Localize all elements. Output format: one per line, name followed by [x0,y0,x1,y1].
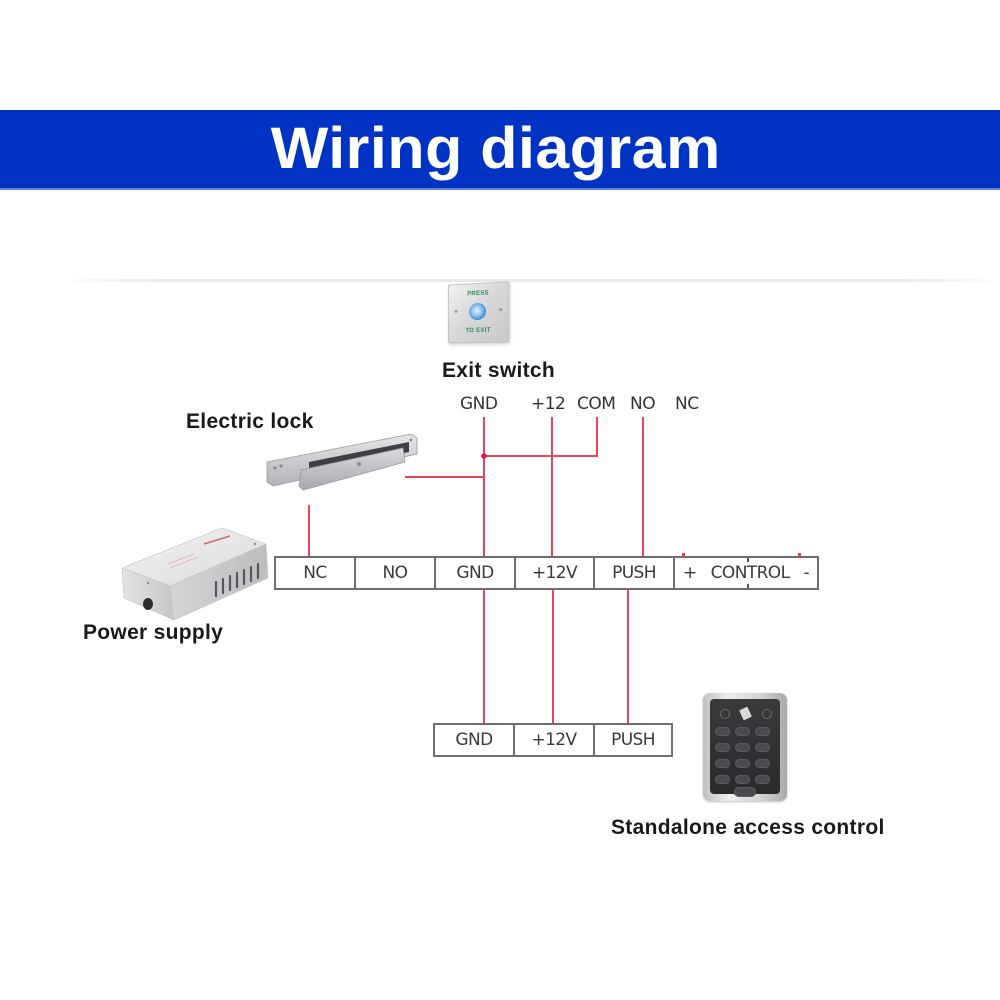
lock-armature-plate [298,447,406,491]
keypad-key [735,727,750,736]
keypad-key [715,727,730,736]
exit-button-icon [469,302,486,321]
psu-cable-port [143,598,153,610]
exit-pin-no: NO [630,394,656,414]
keypad-bell-key [734,787,756,797]
screw-icon [357,462,361,466]
control-minus-sign: - [803,563,809,583]
exit-switch-image: PRESS TO EXIT [447,281,510,344]
keypad-key [715,775,730,784]
keypad-key [755,759,770,768]
terminal-gnd: GND [436,558,516,588]
control-plus-sign: + [683,563,697,583]
control-label: CONTROL [710,563,790,583]
electric-lock-label: Electric lock [186,410,314,433]
keypad-face [710,699,780,797]
keypad-key [735,743,750,752]
control-divider-tick [747,558,749,562]
screw-icon [146,581,150,585]
psu-label-text-line [169,556,199,569]
junction-dot [481,453,487,459]
keypad-key [755,727,770,736]
screw-icon [279,464,283,468]
keypad-key [755,775,770,784]
exit-switch-toexit-text: TO EXIT [465,327,491,335]
ac-terminal-gnd: GND [435,725,515,755]
access-control-keypad-image [703,693,787,801]
screw-icon [273,466,277,470]
psu-vent-slots [214,562,260,598]
psu-label-stripe [203,535,231,545]
control-plus-marker [682,553,685,557]
power-supply-image [121,527,268,621]
divider-line [75,279,990,282]
ac-terminal-12v: +12V [515,725,595,755]
exit-switch-press-text: PRESS [467,290,489,298]
terminal-push: PUSH [595,558,675,588]
electric-lock-image [266,433,418,491]
keypad-key [735,775,750,784]
screw-icon [499,308,503,312]
terminal-nc: NC [276,558,356,588]
keypad-key [715,759,730,768]
page-title: Wiring diagram [270,116,721,181]
exit-pin-com: COM [577,394,616,414]
screw-icon [454,309,458,313]
rfid-wave-icon [762,709,772,719]
access-control-terminal-block: GND +12V PUSH [433,723,673,757]
keypad-key [735,759,750,768]
psu-label-text-line [167,553,195,565]
terminal-control: + CONTROL - [675,553,817,588]
terminal-12v: +12V [516,558,595,588]
control-divider-tick [747,584,749,588]
keypad-key [755,743,770,752]
control-minus-marker [798,553,801,557]
screw-icon [253,542,257,546]
power-supply-label: Power supply [83,621,224,644]
psu-side-face [169,543,268,621]
access-control-label: Standalone access control [611,816,885,839]
ac-terminal-push: PUSH [611,730,655,750]
exit-pin-nc: NC [675,394,699,414]
terminal-no: NO [356,558,436,588]
rfid-card-icon [739,706,752,721]
keypad-key [715,743,730,752]
power-supply-terminal-block: NC NO GND +12V PUSH + CONTROL - [274,553,819,590]
exit-pin-12v: +12 [531,394,566,414]
exit-pin-gnd: GND [460,394,498,414]
rfid-wave-icon [720,709,730,719]
header-banner: Wiring diagram [0,110,1000,190]
screw-icon [409,438,413,442]
exit-switch-label: Exit switch [442,359,555,382]
